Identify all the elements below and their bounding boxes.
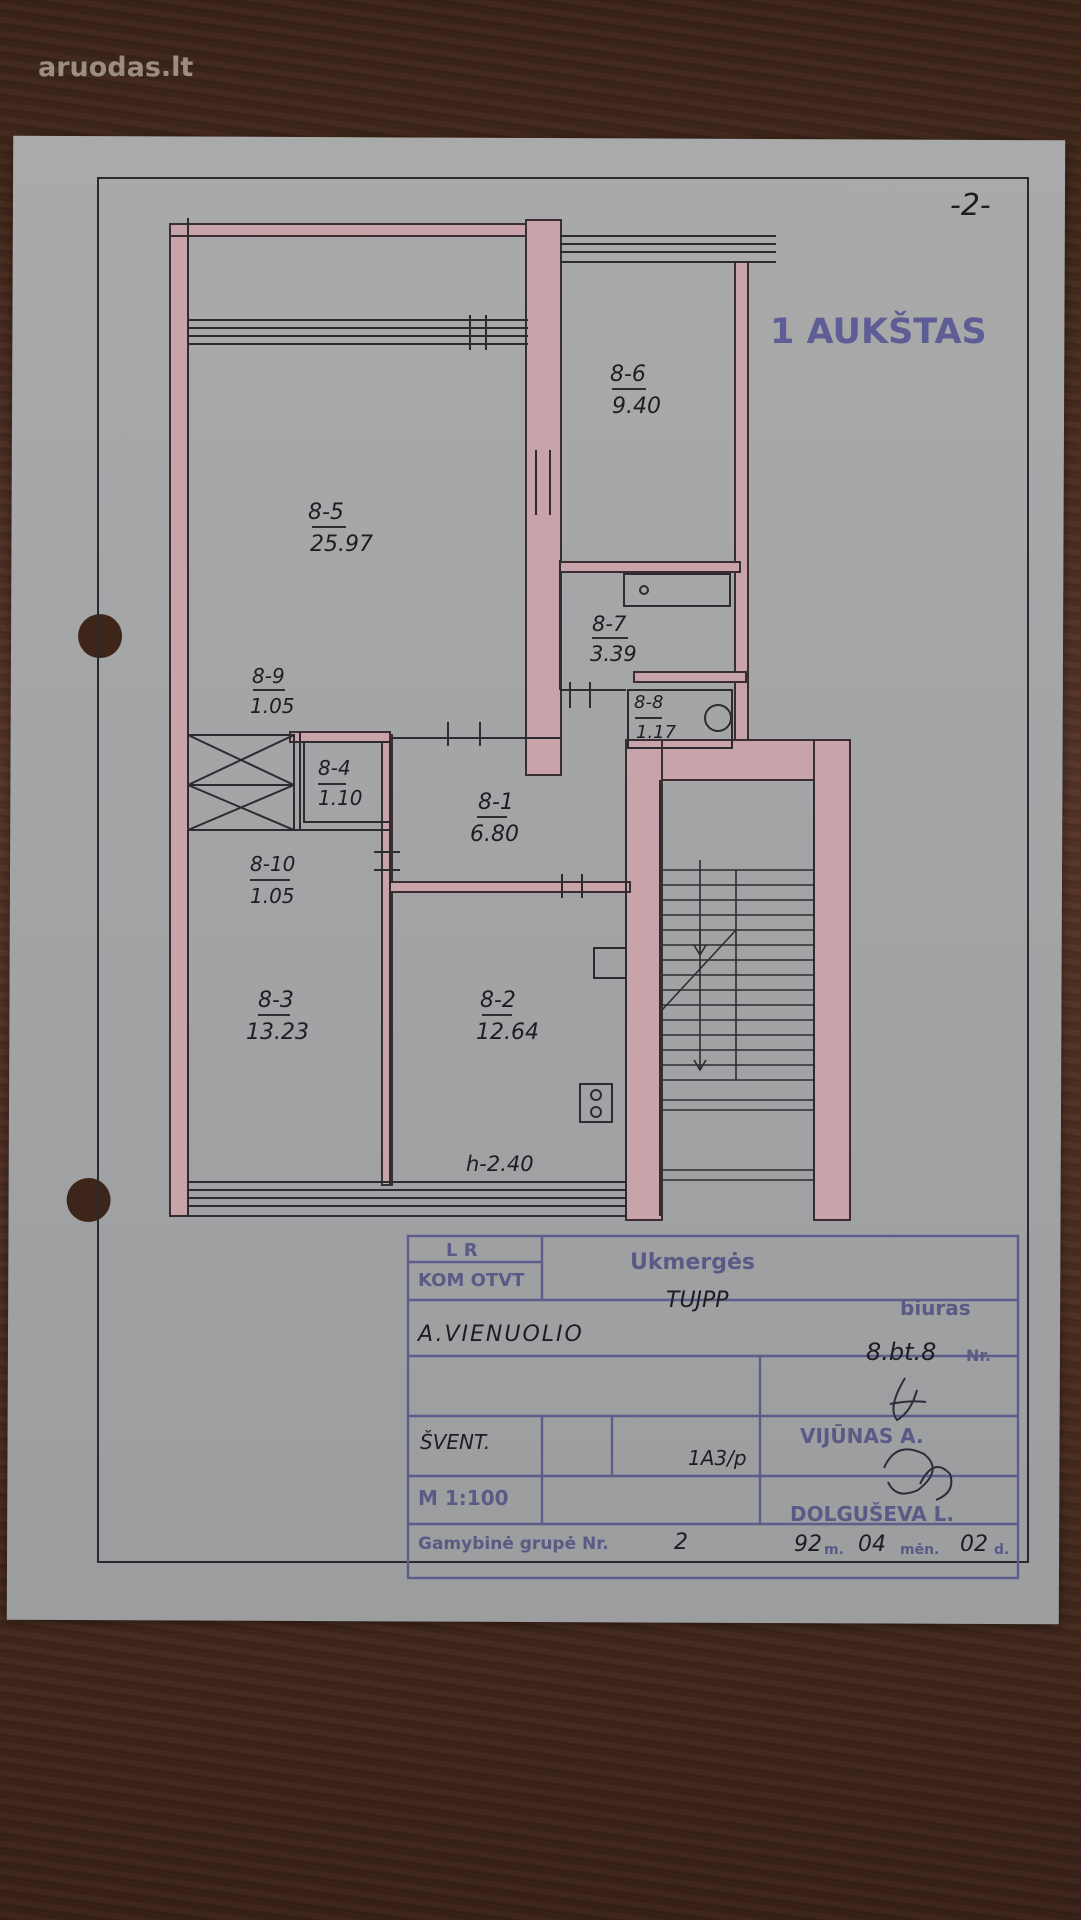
room-id: 8-1	[478, 790, 514, 815]
watermark-logo: aruodas.lt	[38, 52, 194, 83]
stamp-person1: VIJŪNAS A.	[800, 1424, 924, 1448]
stamp-street: A.VIENUOLIO	[418, 1322, 584, 1347]
window-bands	[188, 235, 776, 1207]
stamp-org-line1: L R	[446, 1240, 478, 1261]
signatures	[883, 1377, 953, 1501]
ceiling-height: h-2.40	[466, 1152, 534, 1176]
room-area: 13.23	[246, 1020, 309, 1045]
room-id: 8-8	[634, 692, 664, 713]
stamp-house: 8.bt.8	[866, 1338, 937, 1366]
stamp-scale: M 1:100	[418, 1486, 509, 1510]
title-block-stamp	[406, 1234, 1020, 1580]
drawing-frame	[97, 177, 1029, 1563]
staircase	[661, 860, 814, 1181]
room-id: 8-7	[592, 612, 627, 636]
stamp-date-month: 04	[858, 1532, 886, 1557]
room-area: 3.39	[590, 642, 637, 666]
stamp-group-nr: 2	[674, 1530, 688, 1555]
stamp-date-men-label: mėn.	[900, 1542, 940, 1558]
stamp-kadastr: ŠVENT.	[420, 1430, 491, 1454]
room-id: 8-4	[318, 756, 351, 780]
stamp-city: Ukmergės	[630, 1250, 755, 1275]
room-area: 6.80	[470, 822, 519, 847]
room-id: 8-9	[252, 664, 285, 688]
stamp-date-day: 02	[960, 1532, 988, 1557]
door-marks	[374, 315, 591, 898]
room-id: 8-2	[480, 988, 516, 1013]
room-area: 1.05	[250, 884, 295, 908]
floor-stamp: 1 AUKŠTAS	[770, 312, 987, 352]
stamp-date-d-label: d.	[994, 1542, 1010, 1558]
label-underlines	[250, 388, 662, 1016]
room-area: 9.40	[612, 394, 661, 419]
room-area: 1.05	[250, 694, 295, 718]
stamp-person2: DOLGUŠEVA L.	[790, 1502, 954, 1526]
bath-fixtures	[579, 573, 733, 1123]
stamp-date-m-label: m.	[824, 1542, 844, 1558]
room-area: 1.10	[318, 786, 363, 810]
stamp-code: 1A3/p	[688, 1446, 747, 1470]
room-id: 8-10	[250, 852, 296, 876]
room-id: 8-3	[258, 988, 294, 1013]
ventilation-shafts	[187, 734, 391, 831]
stamp-org-line2: KOM OTVT	[418, 1270, 525, 1291]
room-area: 12.64	[476, 1020, 539, 1045]
stamp-group-label: Gamybinė grupė Nr.	[418, 1534, 609, 1554]
stamp-date-year: 92	[794, 1532, 822, 1557]
stamp-project: TUJPP	[666, 1288, 729, 1313]
stamp-nr-label: Nr.	[966, 1346, 992, 1365]
room-id: 8-5	[308, 500, 344, 525]
page-number: -2-	[950, 188, 991, 223]
stamp-office: biuras	[900, 1296, 971, 1320]
room-id: 8-6	[610, 362, 646, 387]
room-area: 1.17	[636, 722, 677, 743]
walls	[169, 219, 851, 1221]
room-area: 25.97	[310, 532, 373, 557]
